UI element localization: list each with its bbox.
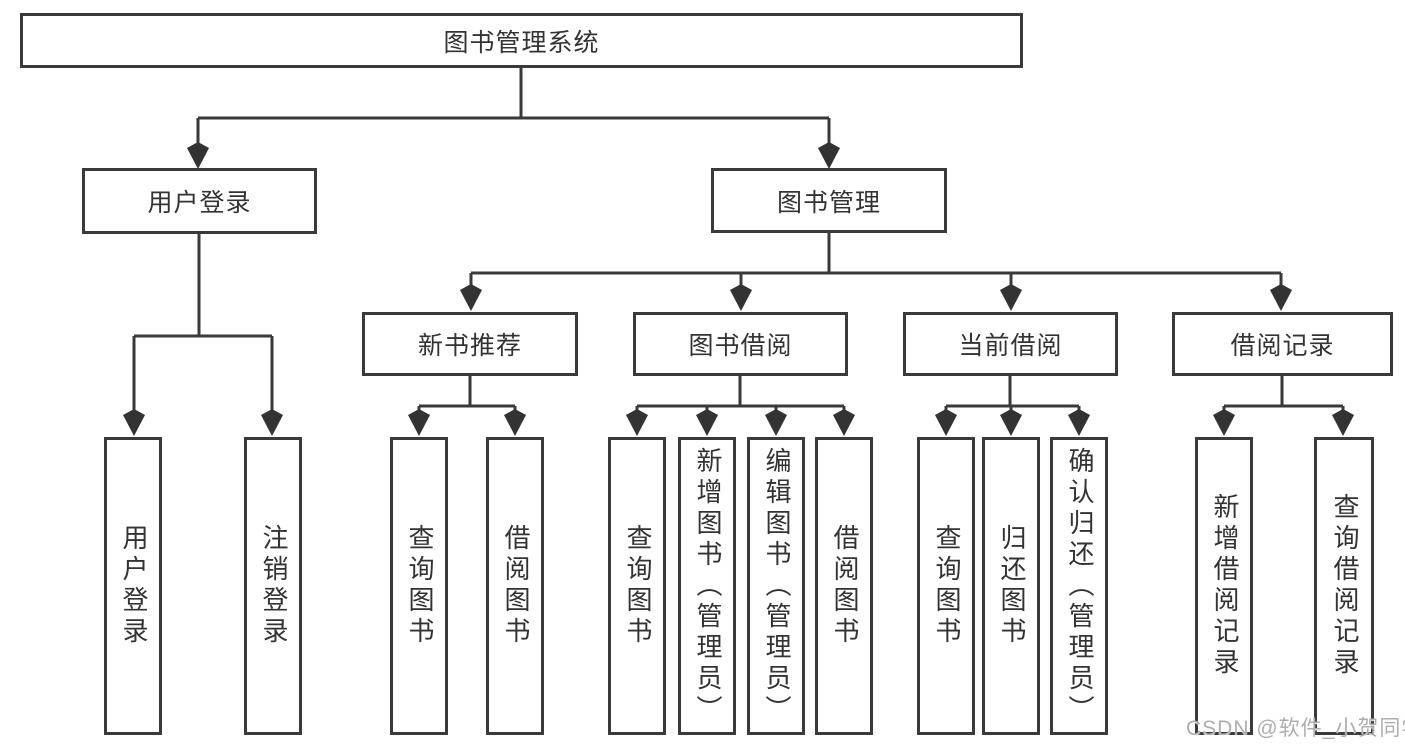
leaf-query-books-current: 查询图书: [917, 437, 975, 735]
node-book-borrowing: 图书借阅: [633, 312, 848, 376]
leaf-query-books-borrowing: 查询图书: [608, 437, 666, 735]
node-new-book-recommendation: 新书推荐: [362, 312, 578, 376]
leaf-query-books-recommend-label: 查询图书: [404, 524, 435, 648]
leaf-logout-label: 注销登录: [258, 524, 289, 648]
leaf-return-books: 归还图书: [982, 437, 1040, 735]
leaf-edit-books-admin: 编辑图书（管理员）: [747, 437, 805, 735]
node-current-borrowing: 当前借阅: [903, 312, 1118, 376]
leaf-borrow-books-borrowing: 借阅图书: [815, 437, 873, 735]
leaf-add-books-admin: 新增图书（管理员）: [678, 437, 736, 735]
leaf-query-borrow-record-label: 查询借阅记录: [1329, 493, 1360, 679]
leaf-confirm-return-admin: 确认归还（管理员）: [1050, 437, 1108, 735]
leaf-return-books-label: 归还图书: [996, 524, 1027, 648]
node-book-management: 图书管理: [711, 168, 947, 233]
leaf-query-books-borrowing-label: 查询图书: [622, 524, 653, 648]
leaf-query-books-recommend: 查询图书: [390, 437, 448, 735]
arrowheads: [123, 142, 1354, 436]
leaf-borrow-books-recommend-label: 借阅图书: [500, 524, 531, 648]
leaf-user-login-label: 用户登录: [118, 524, 149, 648]
node-borrowing-records: 借阅记录: [1172, 312, 1393, 376]
csdn-watermark: CSDN @软件_小贺同学: [1186, 717, 1405, 740]
leaf-user-login: 用户登录: [104, 437, 162, 735]
leaf-edit-books-admin-label: 编辑图书（管理员）: [761, 446, 792, 726]
leaf-add-books-admin-label: 新增图书（管理员）: [692, 446, 723, 726]
leaf-add-borrow-record: 新增借阅记录: [1195, 437, 1253, 735]
leaf-query-borrow-record: 查询借阅记录: [1314, 437, 1374, 735]
leaf-add-borrow-record-label: 新增借阅记录: [1209, 493, 1240, 679]
leaf-confirm-return-admin-label: 确认归还（管理员）: [1064, 446, 1095, 726]
leaf-borrow-books-borrowing-label: 借阅图书: [829, 524, 860, 648]
leaf-logout: 注销登录: [244, 437, 302, 735]
leaf-borrow-books-recommend: 借阅图书: [486, 437, 544, 735]
node-library-management-system: 图书管理系统: [20, 13, 1023, 68]
leaf-query-books-current-label: 查询图书: [931, 524, 962, 648]
node-user-login: 用户登录: [82, 168, 317, 234]
